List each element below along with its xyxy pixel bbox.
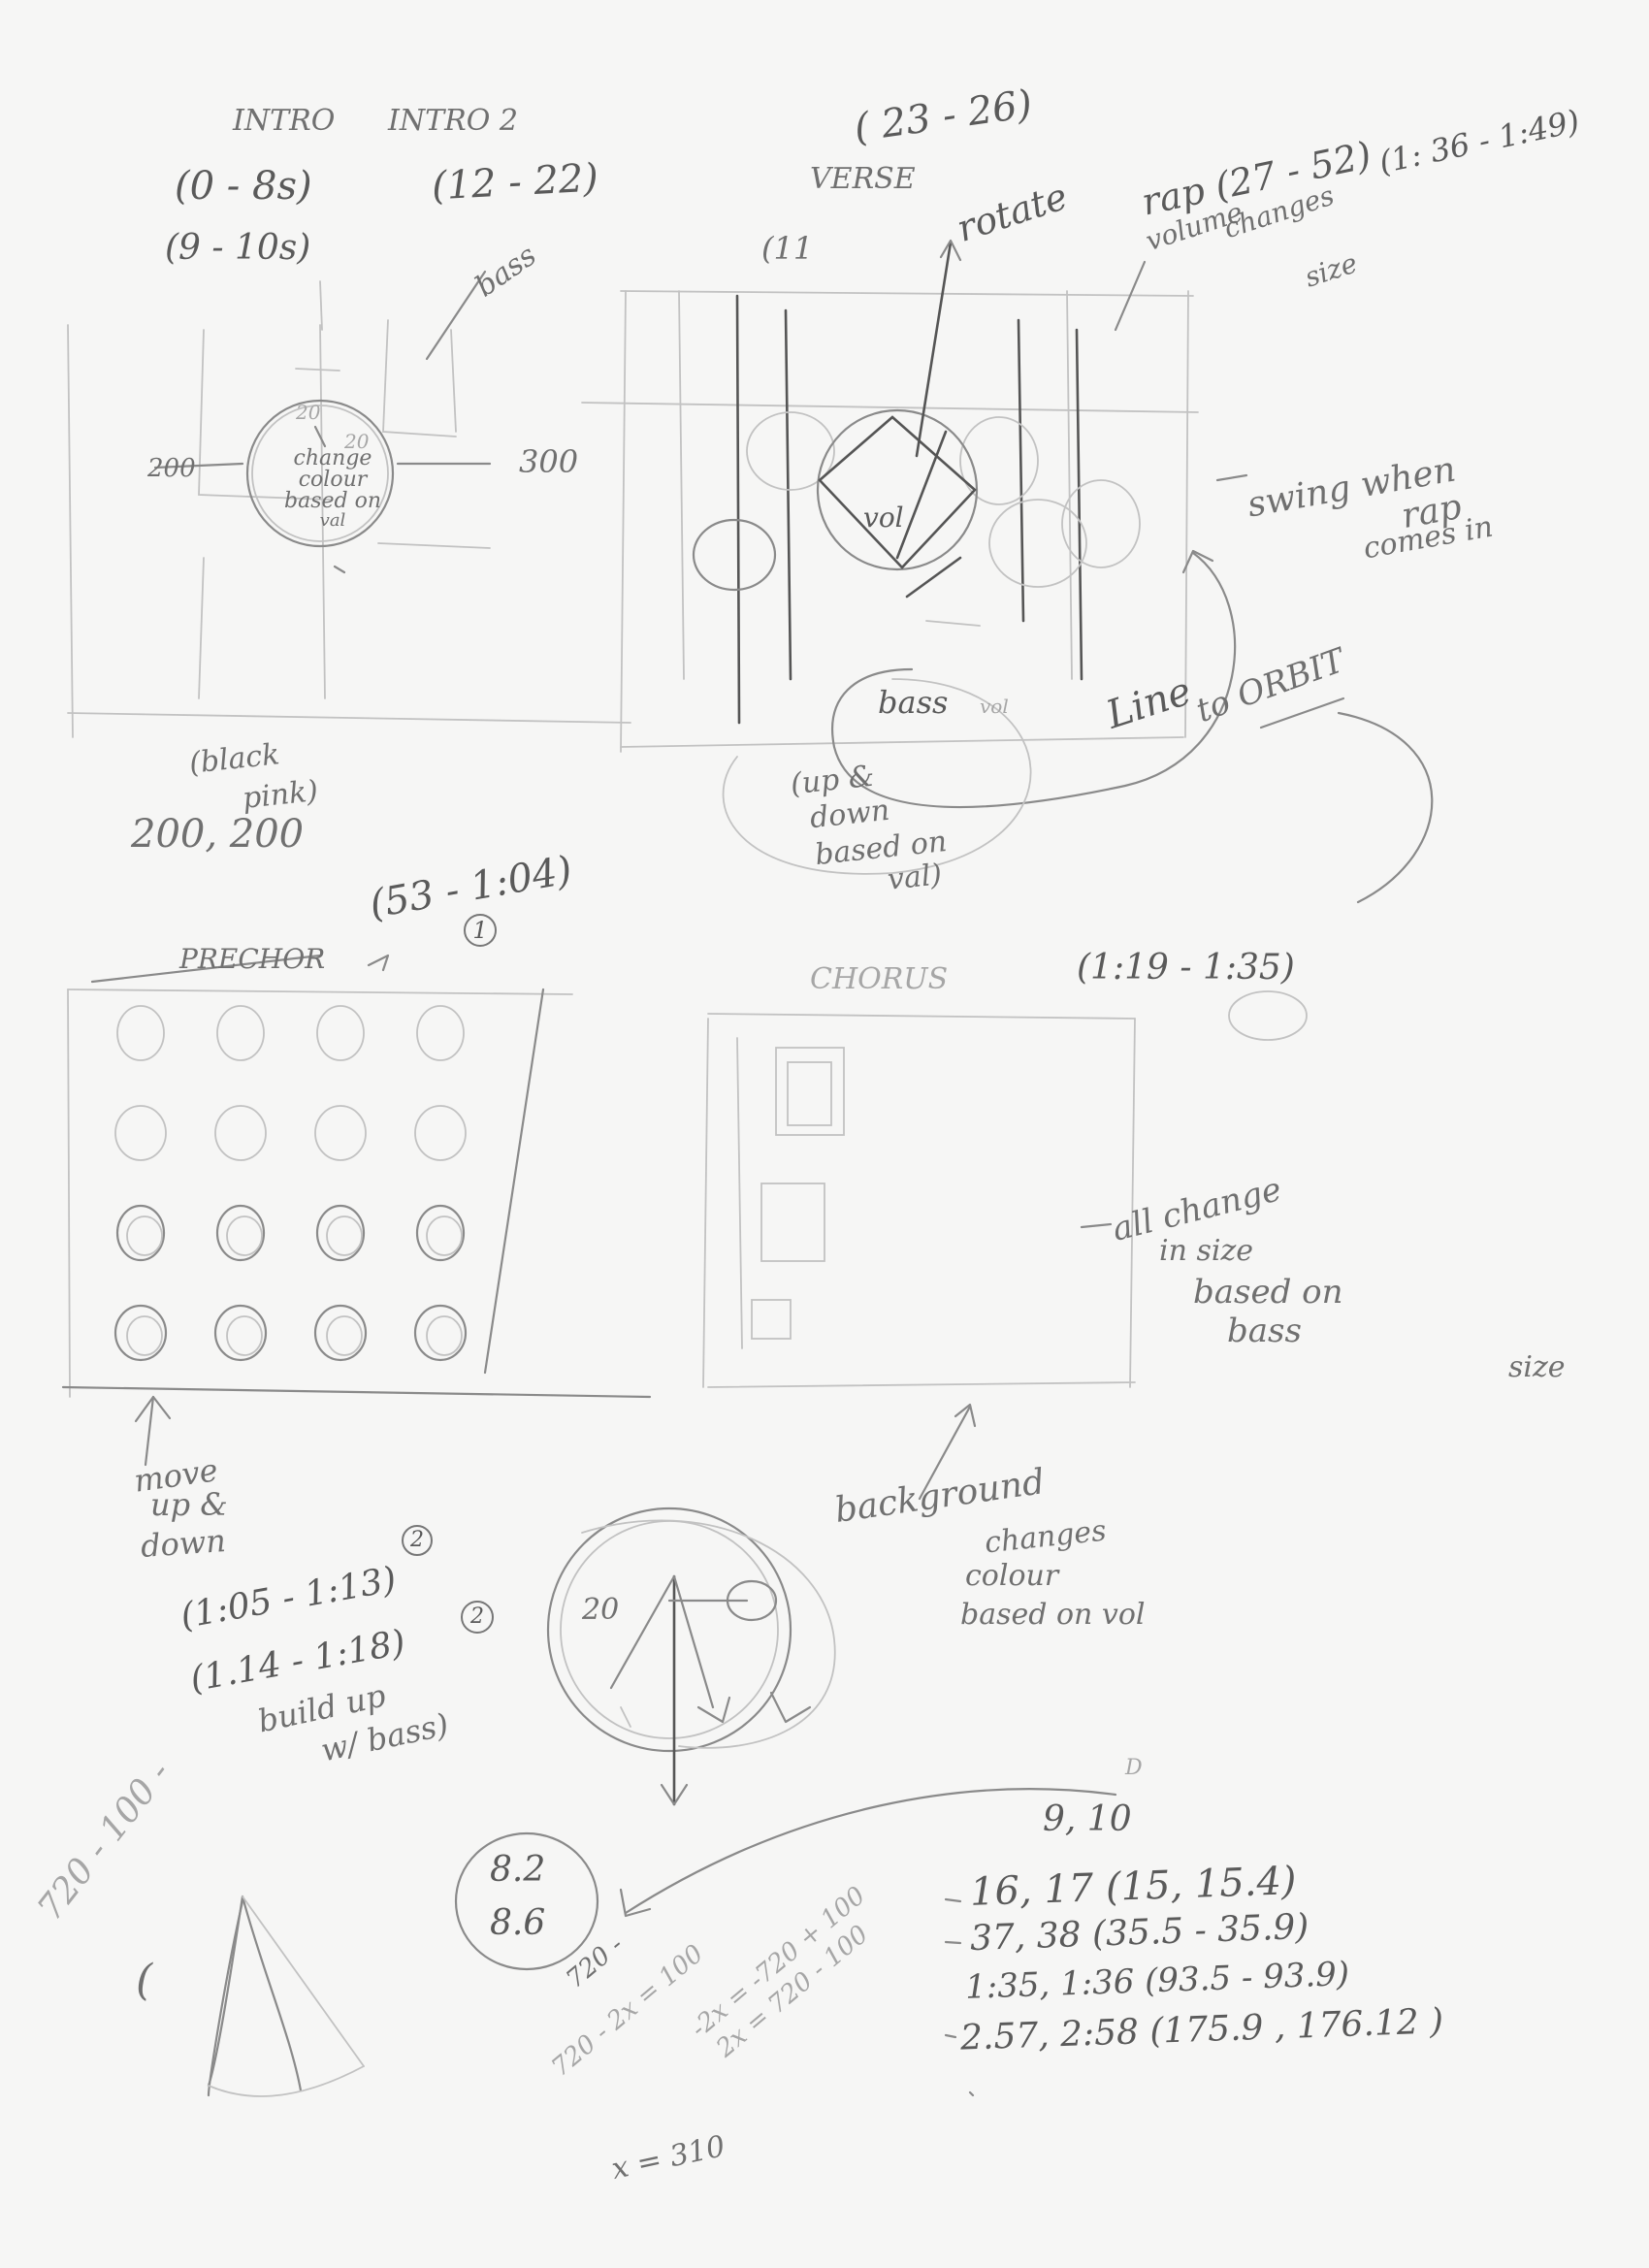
chorus-note-2: in size	[1159, 1234, 1254, 1268]
intro-time-2: (12 - 22)	[430, 155, 600, 210]
prechorus-label: PRECHOR	[179, 943, 326, 975]
chorus-note-4: bass	[1227, 1312, 1302, 1350]
verse-sketch	[581, 239, 1434, 904]
verse-center-circle	[816, 408, 979, 571]
prechorus-sketch	[61, 954, 652, 1399]
value-line-2: 16, 17 (15, 15.4)	[969, 1859, 1298, 1915]
marker-a: 2	[402, 1525, 433, 1556]
intro-time-3: (9 - 10s)	[165, 228, 311, 268]
chorus-time: (1:19 - 1:35)	[1077, 948, 1295, 988]
background-note-3: colour	[965, 1559, 1059, 1593]
prechorus-inner-circle	[326, 1315, 363, 1356]
prechorus-inner-circle	[126, 1215, 163, 1256]
intro-sketch	[67, 270, 631, 738]
verse-left-circle	[692, 518, 777, 592]
prechorus-inner-circle	[126, 1315, 163, 1356]
chorus-size-word: size	[1508, 1350, 1566, 1384]
intro2-label: INTRO 2	[388, 104, 518, 138]
verse-bass-label: bass	[878, 684, 949, 721]
marker-b: 2	[461, 1601, 494, 1634]
background-note-4: based on vol	[960, 1598, 1146, 1632]
prechorus-marker: 1	[464, 914, 497, 947]
intro-circle	[245, 399, 395, 548]
prechorus-circle	[215, 1204, 266, 1262]
move-note-2: up &	[150, 1486, 228, 1523]
colors-note-2: pink)	[241, 774, 320, 816]
verse-label: VERSE	[810, 162, 916, 196]
verse-bass-vol: vol	[980, 695, 1009, 718]
prechorus-inner-circle	[226, 1315, 263, 1356]
circle-note: change colour based on val	[284, 446, 381, 531]
intro-time-1: (0 - 8s)	[175, 164, 312, 209]
prechorus-circle	[116, 1005, 165, 1061]
volume-pointer-line	[1114, 260, 1147, 332]
chorus-label: CHORUS	[810, 962, 949, 996]
prechorus-inner-circle	[426, 1315, 463, 1356]
circled-value-1: 8.2	[490, 1850, 546, 1890]
prechorus-inner-circle	[226, 1215, 263, 1256]
updown-note-4: val)	[886, 858, 944, 897]
prechorus-circle	[413, 1304, 468, 1362]
left-mark: (	[136, 1956, 153, 2005]
prechorus-circle	[216, 1005, 265, 1061]
arc-arrow	[624, 1788, 1117, 1915]
rotate-pointer-line	[915, 241, 953, 458]
verse-vol-label: vol	[863, 502, 904, 534]
verse-rotating-square	[818, 415, 977, 569]
circled-values-ring	[454, 1831, 599, 1971]
prechorus-inner-circle	[426, 1215, 463, 1256]
left-dim: 200	[147, 454, 196, 483]
prechorus-circle	[316, 1005, 365, 1061]
updown-note-2: down	[808, 793, 891, 836]
updown-note-1: (up &	[789, 759, 877, 802]
value-line-1: 9, 10	[1043, 1799, 1132, 1839]
chorus-sketch	[702, 990, 1308, 1501]
prechorus-circle	[415, 1204, 466, 1262]
circled-value-2: 8.6	[490, 1903, 546, 1943]
background-pointer-line	[918, 1405, 972, 1501]
size-note: 200, 200	[131, 812, 305, 857]
prechorus-circle	[414, 1105, 467, 1161]
small-d: D	[1125, 1756, 1143, 1780]
prechorus-circle	[113, 1304, 168, 1362]
prechorus-circle	[315, 1204, 366, 1262]
bottom-sketch	[134, 1395, 1117, 2097]
right-dim: 300	[519, 443, 579, 480]
verse-small: (11	[761, 230, 814, 267]
clock-label: 20	[582, 1593, 620, 1627]
prechorus-circle	[214, 1105, 267, 1161]
prechorus-circle	[213, 1304, 268, 1362]
prechorus-circle	[115, 1204, 166, 1262]
intro-inner-left: 20	[296, 401, 321, 424]
intro-inner-right: 20	[344, 430, 370, 453]
prechorus-circle	[314, 1105, 367, 1161]
clock-circle	[546, 1507, 792, 1753]
prechorus-circle	[114, 1105, 167, 1161]
intro-label: INTRO	[233, 104, 336, 138]
prechorus-circle	[313, 1304, 368, 1362]
prechorus-circle	[416, 1005, 465, 1061]
prechorus-inner-circle	[326, 1215, 363, 1256]
chorus-note-3: based on	[1193, 1273, 1343, 1312]
move-note-3: down	[139, 1521, 227, 1566]
bass-pointer-line	[425, 270, 487, 361]
